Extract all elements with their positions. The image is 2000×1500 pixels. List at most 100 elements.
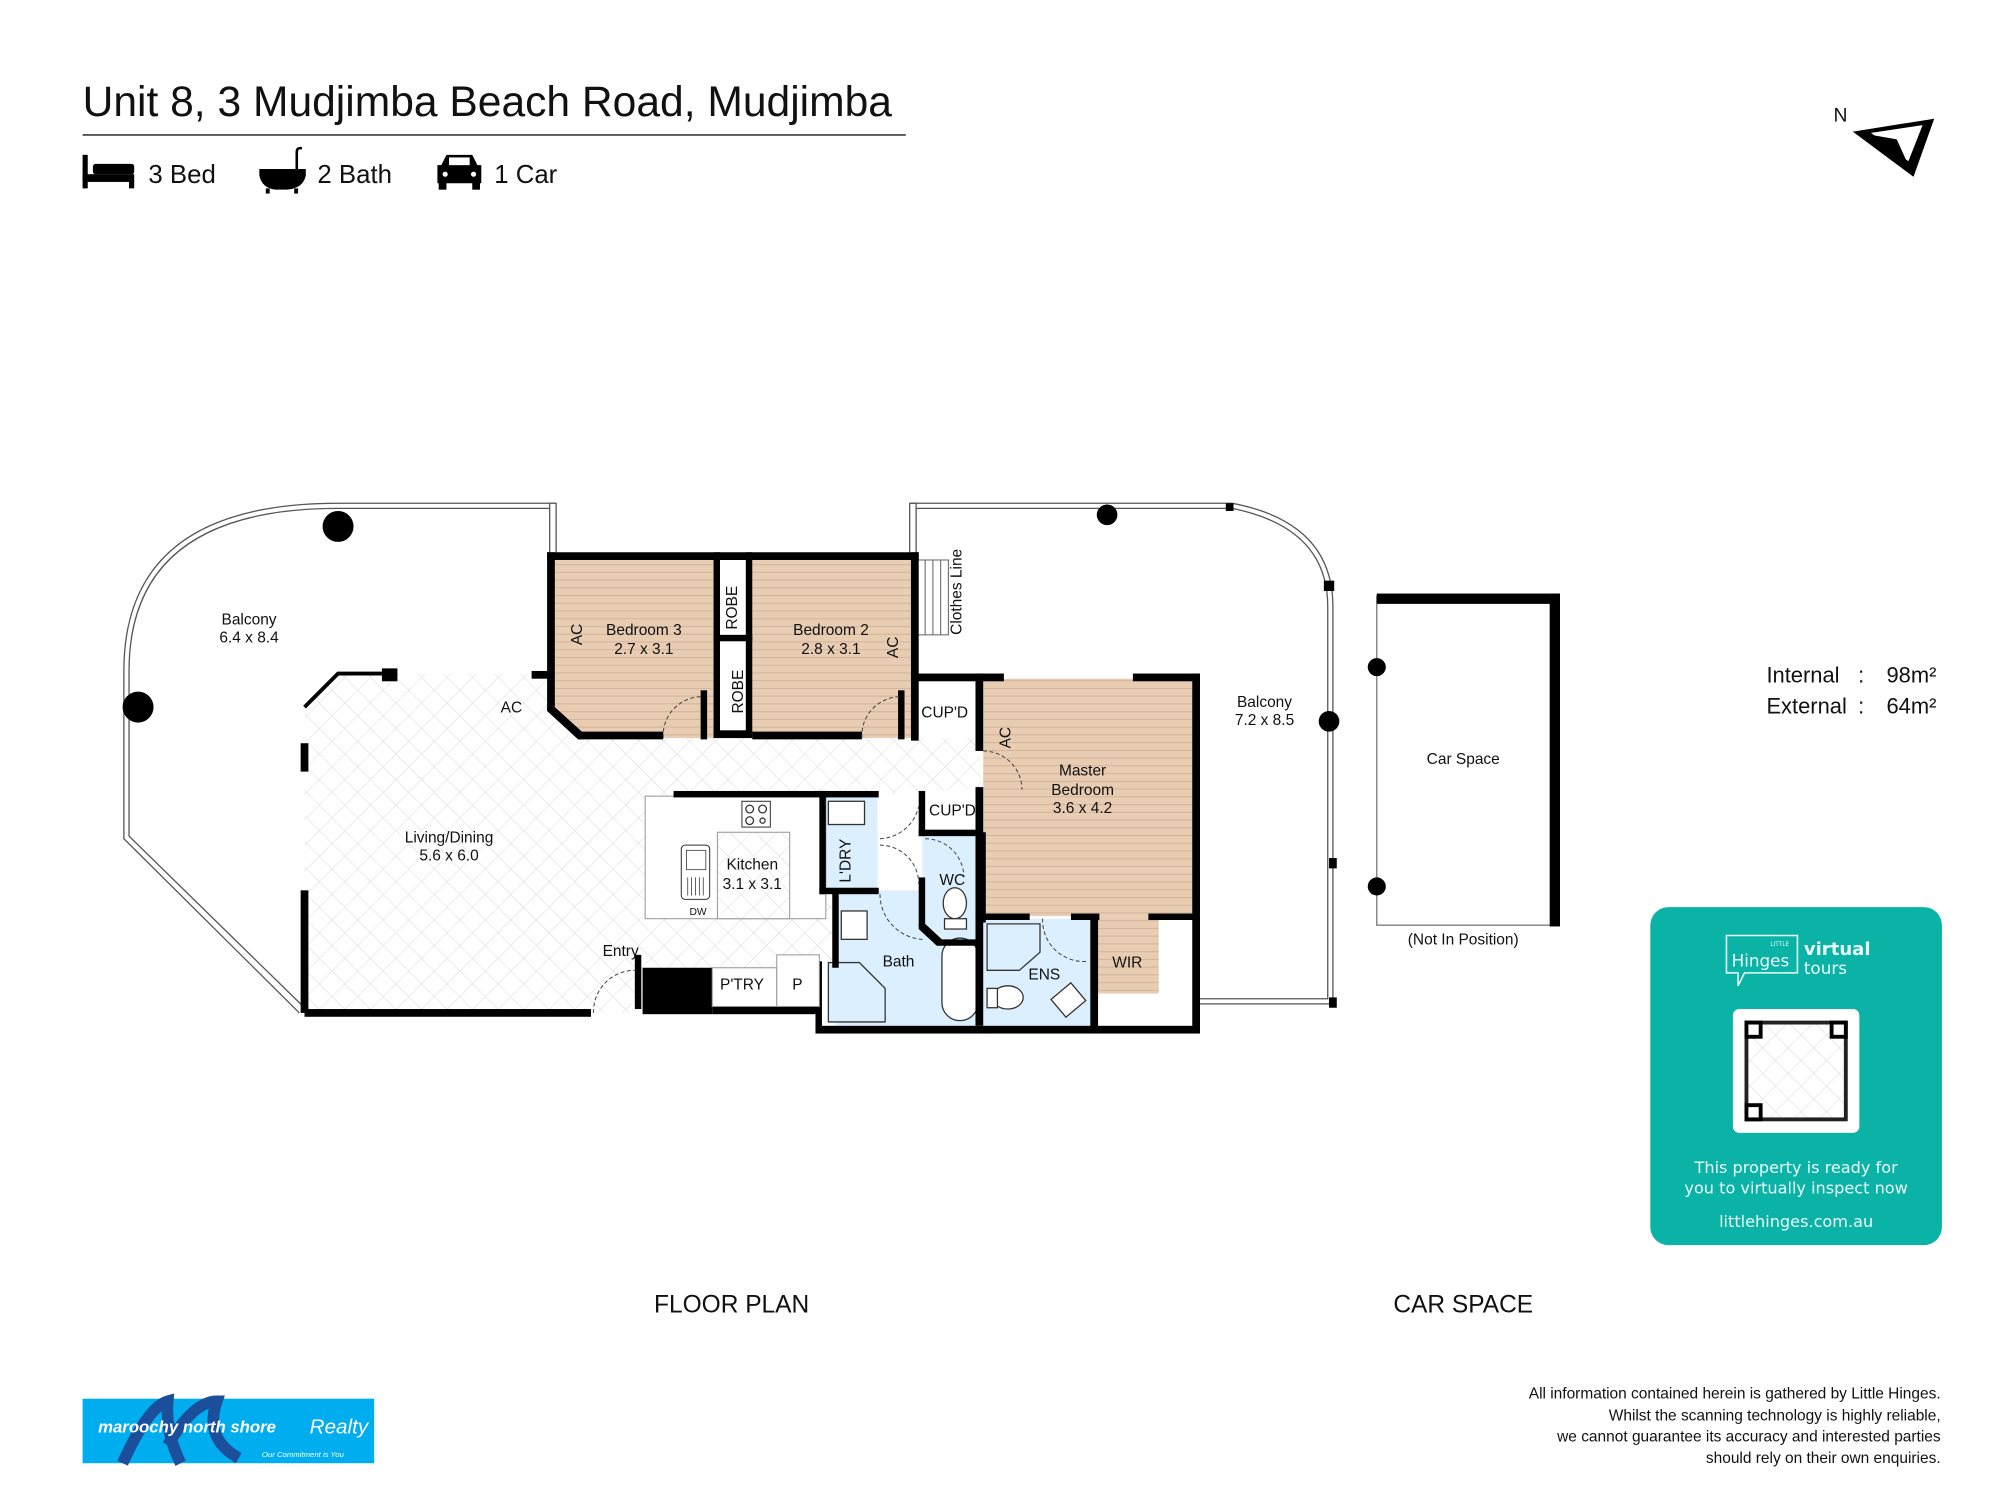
door-swings (593, 696, 1088, 1013)
bed-icon (82, 154, 135, 189)
column (1096, 504, 1118, 526)
car-space: Car Space (Not In Position) (1367, 593, 1560, 949)
little-hinges-logo: LITTLE Hinges virtual tours (1725, 934, 1871, 987)
toilet-icon (986, 985, 1024, 1010)
laundry-label: L'DRY (837, 839, 854, 883)
agency-script: Realty (310, 1416, 370, 1439)
disclaimer-line: should rely on their own enquiries. (1706, 1450, 1941, 1467)
ac-label: AC (501, 699, 522, 716)
car-space-caption: CAR SPACE (1393, 1291, 1533, 1318)
clothes-line: Clothes Line (916, 549, 965, 636)
feature-bath-label: 2 Bath (317, 161, 392, 189)
virtual-tour-card[interactable]: LITTLE Hinges virtual tours This propert… (1650, 907, 1942, 1246)
qr-code[interactable] (1732, 1009, 1860, 1133)
logo-tours: tours (1804, 958, 1847, 978)
column (1367, 877, 1386, 896)
pantry-label: P'TRY (720, 977, 764, 994)
basin-icon (1050, 981, 1087, 1019)
wir-floor (1096, 916, 1159, 994)
living-dining-size: 5.6 x 6.0 (419, 848, 478, 865)
disclaimer-line: Whilst the scanning technology is highly… (1609, 1408, 1941, 1425)
balcony-right-name: Balcony (1237, 694, 1292, 711)
walls (300, 552, 1200, 1034)
bath-icon (259, 146, 306, 194)
page-title: Unit 8, 3 Mudjimba Beach Road, Mudjimba (83, 78, 893, 126)
north-compass: N (1834, 104, 1935, 177)
wc-label: WC (939, 872, 965, 889)
agency-tagline: Our Commitment is You (262, 1450, 345, 1459)
p-label: P (792, 977, 802, 994)
ac-label: AC (569, 624, 586, 646)
kitchen-size: 3.1 x 3.1 (723, 876, 782, 893)
column (1318, 710, 1340, 732)
wir-label: WIR (1112, 955, 1142, 972)
promo-line-2: you to virtually inspect now (1684, 1179, 1907, 1198)
ac-label: AC (997, 727, 1014, 748)
column (1367, 658, 1386, 677)
basin-icon (827, 800, 866, 826)
balcony-left-name: Balcony (222, 612, 277, 629)
bedroom-2-floor (748, 557, 914, 739)
kitchen-name: Kitchen (726, 857, 778, 874)
living-dining-name: Living/Dining (405, 830, 494, 847)
sink-icon (680, 844, 711, 900)
column (122, 691, 154, 723)
clothes-line-label: Clothes Line (948, 549, 965, 635)
shower-icon (827, 961, 886, 1023)
toilet-icon (942, 887, 968, 930)
logo-hinges: Hinges (1732, 950, 1790, 970)
not-in-position-label: (Not In Position) (1408, 932, 1519, 949)
bathtub-icon (941, 937, 979, 1022)
car-space-label: Car Space (1427, 751, 1500, 768)
dishwasher-label: DW (689, 907, 706, 918)
feature-bed-label: 3 Bed (148, 161, 215, 189)
cupboard-label: CUP'D (929, 802, 976, 819)
basin-icon (840, 910, 868, 940)
external-label: External (1766, 694, 1846, 719)
balcony-right-size: 7.2 x 8.5 (1235, 712, 1294, 729)
balcony-left-size: 6.4 x 8.4 (219, 630, 279, 647)
logo-virtual: virtual (1804, 939, 1871, 960)
agency-logo: maroochy north shore Realty Our Commitme… (82, 1393, 375, 1466)
internal-label: Internal (1766, 663, 1839, 688)
living-dining-floor (304, 673, 981, 1013)
bath-label: Bath (883, 953, 915, 970)
bedroom-3-name: Bedroom 3 (606, 622, 682, 639)
external-value: 64m² (1886, 694, 1936, 719)
bedroom-2-name: Bedroom 2 (793, 622, 869, 639)
disclaimer-line: All information contained herein is gath… (1529, 1386, 1941, 1403)
bedroom-3-floor (552, 557, 717, 739)
feature-bath: 2 Bath (259, 146, 392, 194)
car-icon (437, 154, 482, 190)
promo-line-1: This property is ready for (1694, 1158, 1899, 1177)
internal-sep: : (1858, 663, 1864, 688)
balcony-left: Balcony 6.4 x 8.4 (122, 502, 557, 1014)
logo-little: LITTLE (1770, 942, 1789, 948)
robe-label: ROBE (724, 586, 741, 630)
disclaimer: All information contained herein is gath… (1529, 1386, 1941, 1468)
disclaimer-line: we cannot guarantee its accuracy and int… (1556, 1428, 1941, 1445)
feature-car-label: 1 Car (494, 161, 557, 189)
title-underline (82, 134, 906, 136)
bedroom-3-size: 2.7 x 3.1 (614, 641, 673, 658)
entry-label: Entry (603, 943, 639, 960)
promo-url[interactable]: littlehinges.com.au (1719, 1212, 1873, 1231)
cupboard-label: CUP'D (921, 704, 968, 721)
column (322, 510, 354, 542)
master-bedroom-name-2: Bedroom (1051, 782, 1114, 799)
shower-icon (986, 923, 1041, 971)
kitchen: DW Kitchen 3.1 x 3.1 (644, 795, 827, 920)
feature-car: 1 Car (437, 154, 558, 190)
ac-label: AC (885, 637, 902, 659)
cooktop-icon (741, 800, 771, 828)
agency-name: maroochy north shore (98, 1417, 276, 1436)
master-bedroom-size: 3.6 x 4.2 (1053, 800, 1112, 817)
master-bedroom-name: Master (1059, 762, 1106, 779)
robe-label: ROBE (730, 670, 747, 714)
compass-north-label: N (1834, 104, 1848, 126)
internal-value: 98m² (1886, 663, 1936, 688)
feature-bed: 3 Bed (82, 154, 216, 189)
floor-plan-caption: FLOOR PLAN (654, 1291, 809, 1318)
bedroom-2-size: 2.8 x 3.1 (801, 641, 860, 658)
